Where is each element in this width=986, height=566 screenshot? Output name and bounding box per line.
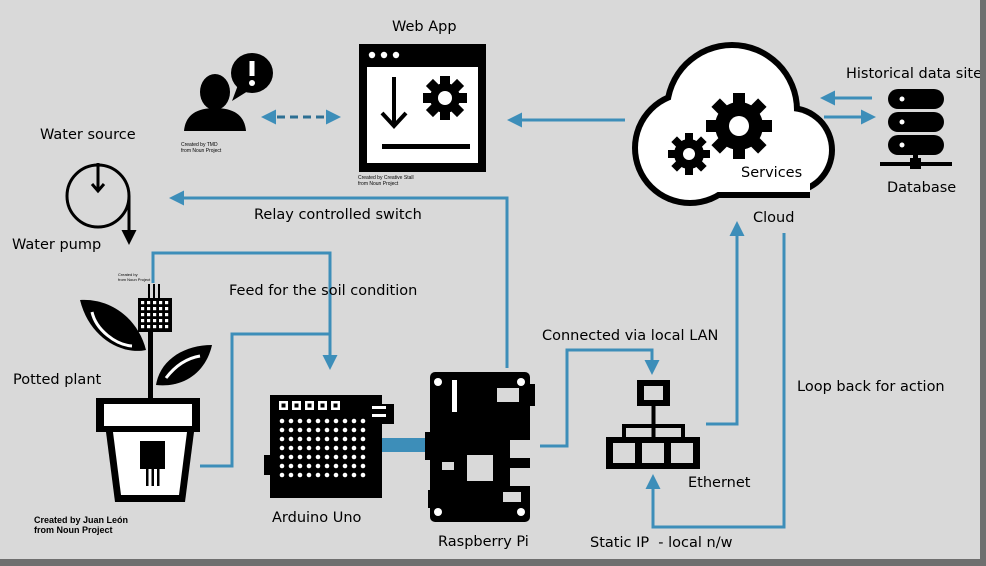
database-label: Database <box>887 180 957 196</box>
creative-stall-credit-line1: Created by Creative Stall <box>358 175 414 181</box>
sensor-credit-line1: Created by <box>118 272 138 277</box>
ethernet-icon <box>606 380 700 469</box>
humidity-sensor-icon <box>138 284 172 332</box>
static-ip-label: Static IP - local n/w <box>590 535 733 551</box>
potted-plant-label: Potted plant <box>13 372 102 388</box>
historical-data-label: Historical data site <box>846 66 980 82</box>
sensor-feed-line <box>151 251 338 370</box>
lan-line <box>540 348 660 448</box>
cloud-icon <box>632 42 835 206</box>
raspberry-pi-label: Raspberry Pi <box>438 534 529 550</box>
ethernet-label: Ethernet <box>688 475 751 491</box>
ethernet-to-cloud-line <box>706 221 745 426</box>
cloud-label: Cloud <box>753 210 795 226</box>
loop-back-line <box>645 233 786 529</box>
tmd-credit-line1: Created by TMD <box>181 142 218 148</box>
sensor-credit: Created by from Noun Project <box>118 272 150 282</box>
water-pump-icon <box>65 163 137 245</box>
juan-leon-credit-line2: from Noun Project <box>34 525 113 535</box>
arduino-uno-label: Arduino Uno <box>272 510 362 526</box>
tmd-credit: Created by TMD from Noun Project <box>181 142 221 154</box>
arduino-uno-icon <box>264 395 394 498</box>
creative-stall-credit: Created by Creative Stall from Noun Proj… <box>358 175 414 187</box>
water-pump-label: Water pump <box>12 237 102 253</box>
web-app-label: Web App <box>392 19 457 35</box>
juan-leon-credit-line1: Created by Juan León <box>34 515 129 525</box>
web-app-icon <box>359 44 486 172</box>
creative-stall-credit-line2: from Noun Project <box>358 181 399 187</box>
soil-sensor-line <box>200 332 330 468</box>
database-icon <box>880 89 952 169</box>
relay-switch-line <box>169 190 509 368</box>
juan-leon-credit: Created by Juan León from Noun Project <box>34 515 128 535</box>
services-label: Services <box>741 165 803 181</box>
water-source-label: Water source <box>40 127 136 143</box>
relay-switch-label: Relay controlled switch <box>254 207 422 223</box>
sensor-credit-line2: from Noun Project <box>118 277 151 282</box>
potted-plant-icon <box>80 299 212 502</box>
user-icon <box>184 53 273 131</box>
loop-back-label: Loop back for action <box>797 379 945 395</box>
raspberry-pi-icon <box>425 372 535 522</box>
tmd-credit-line2: from Noun Project <box>181 148 222 154</box>
lan-label: Connected via local LAN <box>542 328 719 344</box>
feed-soil-label: Feed for the soil condition <box>229 283 418 299</box>
